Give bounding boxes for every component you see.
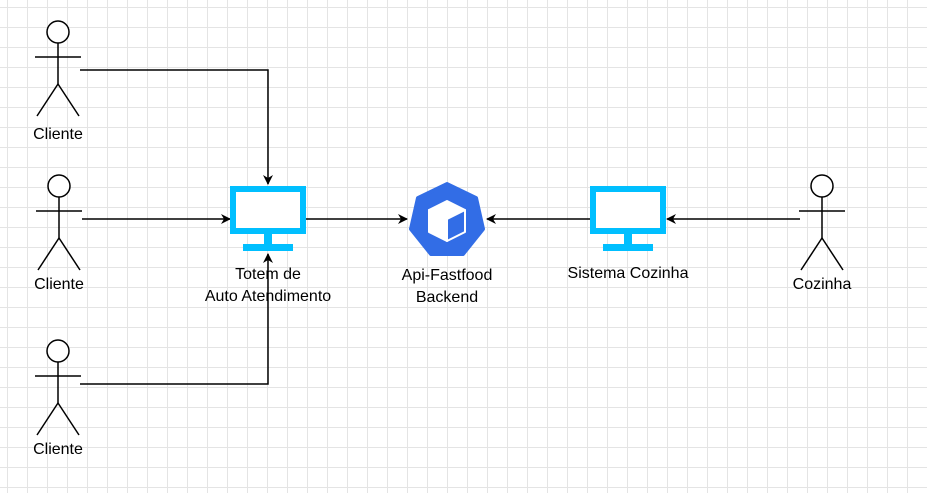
api-label-line2: Backend bbox=[415, 289, 479, 306]
actor-label: Cozinha bbox=[792, 276, 852, 293]
actor-label: Cliente bbox=[34, 276, 84, 293]
actor-icon[interactable] bbox=[35, 20, 81, 117]
actor-label: Cliente bbox=[33, 126, 83, 143]
monitor-icon[interactable] bbox=[590, 186, 666, 251]
totem-label-line1: Totem de bbox=[235, 266, 301, 283]
kubernetes-icon[interactable] bbox=[409, 182, 485, 256]
actor-icon[interactable] bbox=[799, 174, 845, 271]
actor-label: Cliente bbox=[33, 441, 83, 458]
edge-cliente-1-to-totem[interactable] bbox=[80, 69, 273, 185]
totem-label-line2: Auto Atendimento bbox=[204, 288, 332, 305]
sistema-cozinha-label: Sistema Cozinha bbox=[567, 265, 689, 282]
actor-icon[interactable] bbox=[35, 339, 81, 436]
monitor-icon[interactable] bbox=[230, 186, 306, 251]
api-label-line1: Api-Fastfood bbox=[401, 267, 493, 284]
totem-label: Totem de Auto Atendimento bbox=[178, 264, 358, 308]
edges bbox=[80, 69, 800, 385]
actor-icon[interactable] bbox=[36, 174, 82, 271]
edge-cliente-3-to-totem[interactable] bbox=[80, 253, 273, 385]
api-label: Api-Fastfood Backend bbox=[372, 265, 522, 309]
